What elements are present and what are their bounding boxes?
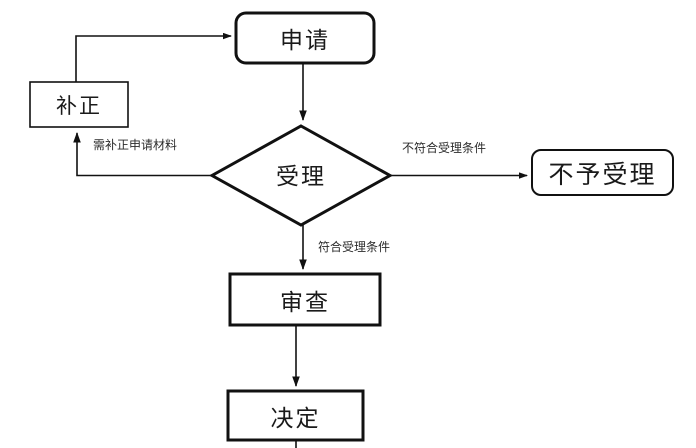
node-correct-label: 补正 [56, 93, 102, 118]
edge-correct-to-apply [75, 32, 232, 82]
node-accept-label: 受理 [276, 164, 326, 190]
edge-label-qualified: 符合受理条件 [318, 240, 391, 254]
node-review-shape[interactable] [228, 272, 382, 327]
node-review-label: 审查 [280, 289, 330, 316]
node-apply-label: 申请 [280, 28, 330, 54]
edge-label-need-correction: 需补正申请材料 [93, 138, 178, 152]
node-decision-label: 决定 [270, 405, 321, 432]
node-apply-shape[interactable] [234, 11, 376, 65]
edge-accept-to-correct [73, 132, 212, 177]
node-reject-shape[interactable] [531, 149, 674, 196]
edge-label-not-qualified: 不符合受理条件 [402, 141, 487, 155]
node-reject-label: 不予受理 [548, 159, 657, 189]
node-accept-shape[interactable] [208, 124, 394, 227]
node-correct-shape[interactable] [29, 81, 129, 128]
